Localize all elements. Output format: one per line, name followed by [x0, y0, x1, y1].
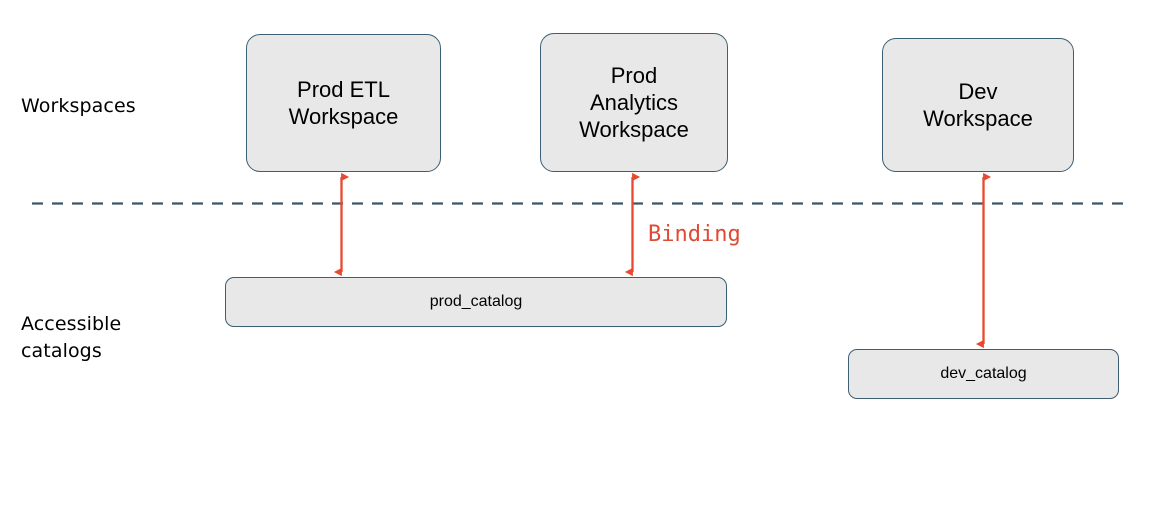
- node-prod-etl-workspace[interactable]: Prod ETL Workspace: [246, 34, 441, 172]
- node-prod-catalog[interactable]: prod_catalog: [225, 277, 727, 327]
- row-label-workspaces: Workspaces: [21, 95, 136, 117]
- node-label: prod_catalog: [429, 293, 523, 310]
- node-prod-analytics-workspace[interactable]: Prod Analytics Workspace: [540, 33, 728, 172]
- node-label: dev_catalog: [940, 365, 1027, 382]
- node-dev-workspace[interactable]: Dev Workspace: [882, 38, 1074, 172]
- node-label: Prod Analytics Workspace: [579, 63, 689, 142]
- row-label-accessible-catalogs: Accessible catalogs: [21, 313, 122, 362]
- node-label: Dev Workspace: [923, 79, 1033, 131]
- node-dev-catalog[interactable]: dev_catalog: [848, 349, 1119, 399]
- node-label: Prod ETL Workspace: [288, 77, 399, 129]
- annotation-binding: Binding: [648, 222, 741, 247]
